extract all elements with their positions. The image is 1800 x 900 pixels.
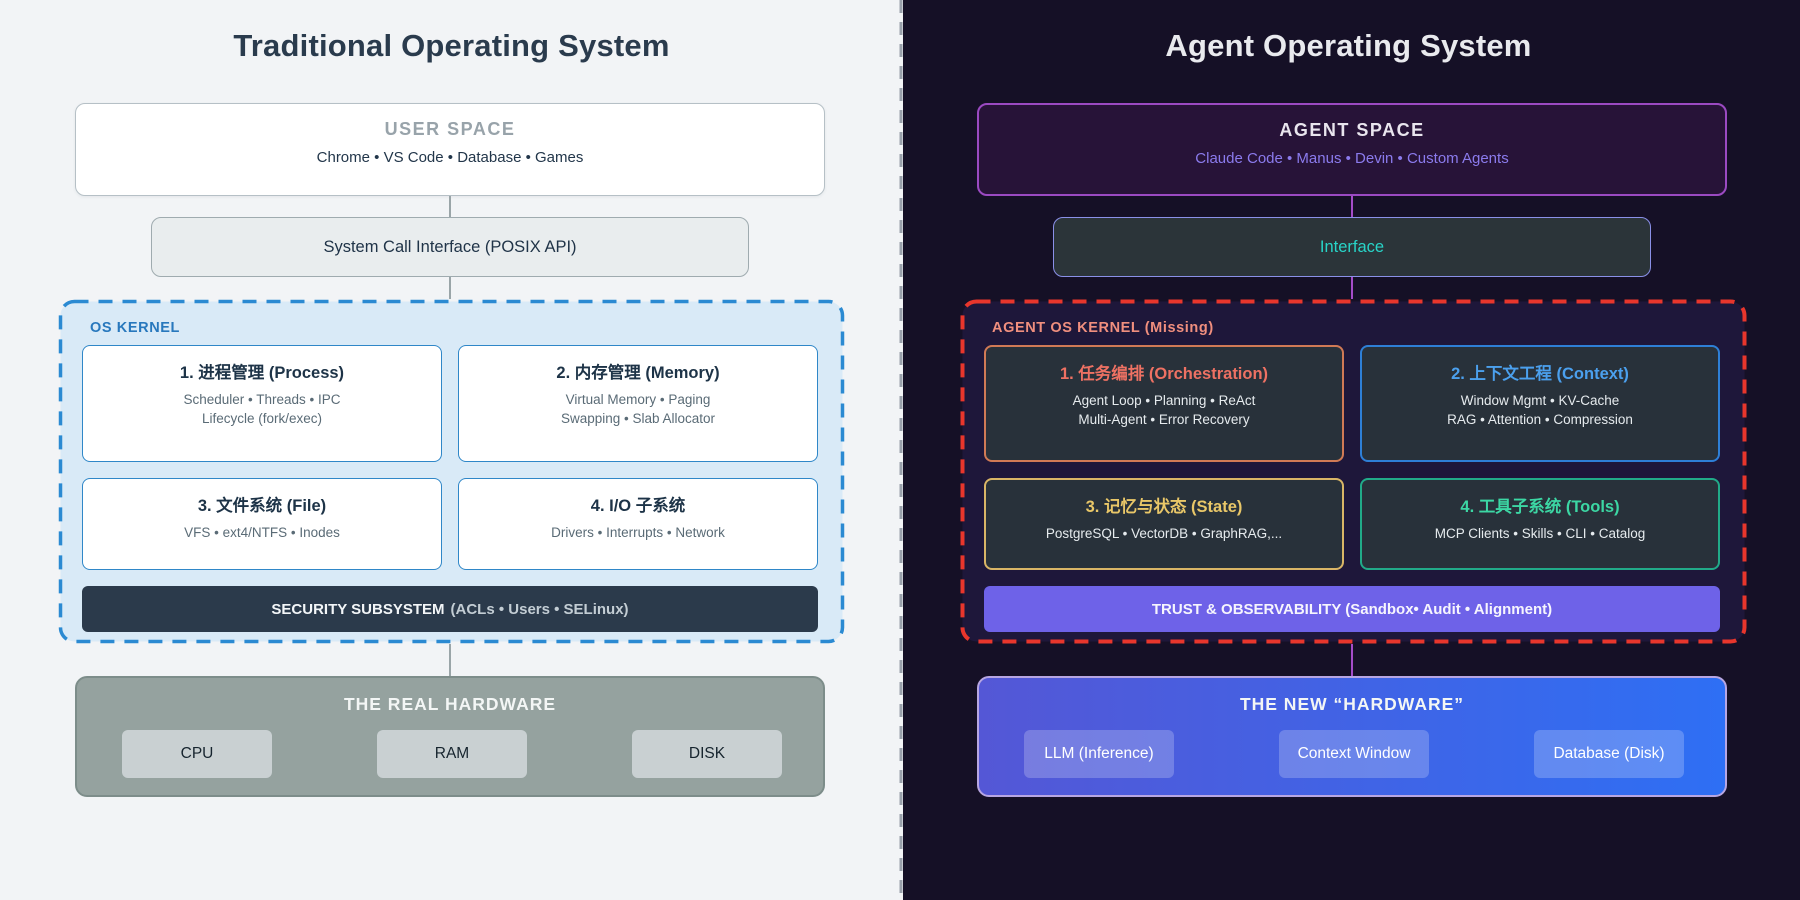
kernel-module-card-process: 1. 进程管理 (Process) Scheduler • Threads • … <box>82 345 442 462</box>
security-bar-detail: (ACLs • Users • SELinux) <box>450 600 629 618</box>
module-detail: Swapping • Slab Allocator <box>560 411 716 426</box>
module-title: 4. I/O 子系统 <box>590 497 686 515</box>
real-hardware-box: THE REAL HARDWARE CPU RAM DISK <box>75 676 825 797</box>
module-detail: Virtual Memory • Paging <box>565 392 711 407</box>
agent-space-apps: Claude Code • Manus • Devin • Custom Age… <box>1195 150 1509 167</box>
agent-space-label: AGENT SPACE <box>1279 120 1425 140</box>
connector <box>449 196 451 217</box>
module-detail: RAG • Attention • Compression <box>1447 412 1633 427</box>
connector <box>449 644 451 676</box>
module-detail: Window Mgmt • KV-Cache <box>1460 393 1620 408</box>
module-title: 4. 工具子系统 (Tools) <box>1460 498 1620 516</box>
module-title: 3. 记忆与状态 (State) <box>1085 498 1243 516</box>
connector <box>1351 277 1353 299</box>
hardware-chip-disk: DISK <box>632 730 782 778</box>
module-detail: Lifecycle (fork/exec) <box>201 411 323 426</box>
module-title: 2. 内存管理 (Memory) <box>556 364 720 382</box>
connector <box>1351 196 1353 217</box>
os-kernel-label: OS KERNEL <box>90 320 180 336</box>
kernel-module-card-io: 4. I/O 子系统 Drivers • Interrupts • Networ… <box>458 478 818 570</box>
module-detail: Agent Loop • Planning • ReAct <box>1072 393 1256 408</box>
kernel-module-card-context: 2. 上下文工程 (Context) Window Mgmt • KV-Cach… <box>1360 345 1720 462</box>
kernel-module-card-file: 3. 文件系统 (File) VFS • ext4/NTFS • Inodes <box>82 478 442 570</box>
hardware-chip-cpu: CPU <box>122 730 272 778</box>
connector <box>1351 644 1353 676</box>
hardware-title: THE NEW “HARDWARE” <box>1239 694 1465 714</box>
hardware-chip-database: Database (Disk) <box>1534 730 1684 778</box>
module-detail: PostgreSQL • VectorDB • GraphRAG,... <box>1045 526 1283 541</box>
kernel-module-card-tools: 4. 工具子系统 (Tools) MCP Clients • Skills • … <box>1360 478 1720 570</box>
hardware-chip-ram: RAM <box>377 730 527 778</box>
new-hardware-box: THE NEW “HARDWARE” LLM (Inference) Conte… <box>977 676 1727 797</box>
module-detail: Scheduler • Threads • IPC <box>183 392 341 407</box>
module-title: 3. 文件系统 (File) <box>197 497 327 515</box>
agent-os-kernel-label: AGENT OS KERNEL (Missing) <box>992 320 1214 336</box>
agent-space-box: AGENT SPACE Claude Code • Manus • Devin … <box>977 103 1727 196</box>
module-detail: Drivers • Interrupts • Network <box>551 525 725 540</box>
trust-observability-bar: TRUST & OBSERVABILITY (Sandbox• Audit • … <box>984 586 1720 632</box>
hardware-chip-llm: LLM (Inference) <box>1024 730 1174 778</box>
module-title: 1. 任务编排 (Orchestration) <box>1059 365 1269 383</box>
user-space-box: USER SPACE Chrome • VS Code • Database •… <box>75 103 825 196</box>
user-space-label: USER SPACE <box>384 119 516 139</box>
module-detail: VFS • ext4/NTFS • Inodes <box>184 525 340 540</box>
hardware-title: THE REAL HARDWARE <box>343 694 557 714</box>
interface-box: Interface <box>1053 217 1651 277</box>
module-title: 2. 上下文工程 (Context) <box>1451 365 1629 383</box>
module-title: 1. 进程管理 (Process) <box>179 364 345 382</box>
kernel-module-card-orchestration: 1. 任务编排 (Orchestration) Agent Loop • Pla… <box>984 345 1344 462</box>
kernel-module-card-memory: 2. 内存管理 (Memory) Virtual Memory • Paging… <box>458 345 818 462</box>
module-detail: Multi-Agent • Error Recovery <box>1078 412 1250 427</box>
connector <box>449 277 451 299</box>
syscall-interface-box: System Call Interface (POSIX API) <box>151 217 749 277</box>
right-panel-title: Agent Operating System <box>1165 28 1532 63</box>
module-detail: MCP Clients • Skills • CLI • Catalog <box>1434 526 1646 541</box>
hardware-chip-context-window: Context Window <box>1279 730 1429 778</box>
security-bar-title: SECURITY SUBSYSTEM <box>271 600 445 618</box>
security-subsystem-bar: SECURITY SUBSYSTEM (ACLs • Users • SELin… <box>82 586 818 632</box>
kernel-module-card-state: 3. 记忆与状态 (State) PostgreSQL • VectorDB •… <box>984 478 1344 570</box>
user-space-apps: Chrome • VS Code • Database • Games <box>316 149 584 166</box>
left-panel-title: Traditional Operating System <box>233 28 670 63</box>
